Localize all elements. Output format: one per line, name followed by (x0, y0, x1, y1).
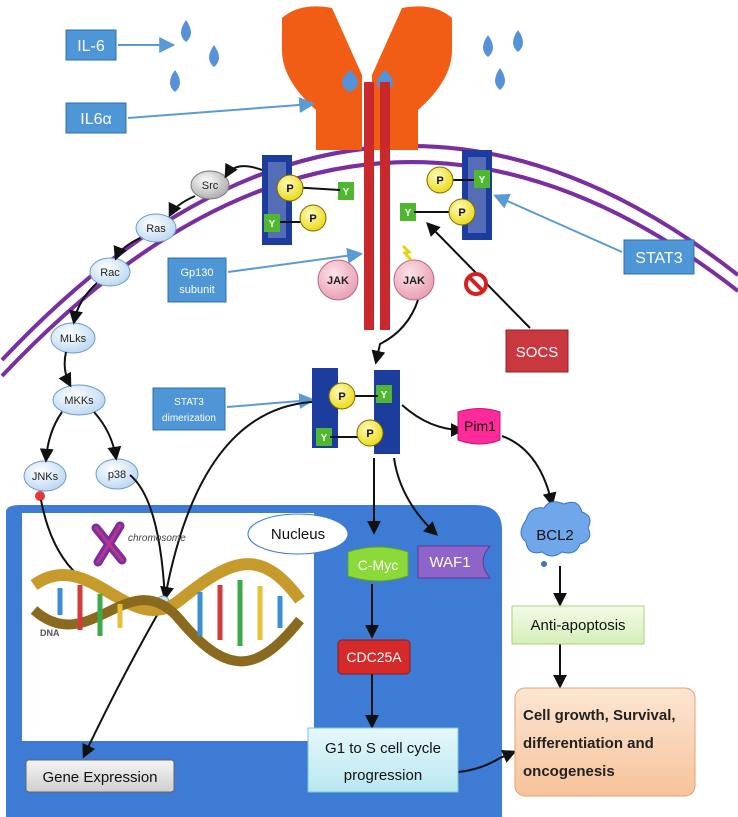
rac-label: Rac (100, 267, 120, 279)
il6-label: IL-6 (77, 38, 105, 55)
bcl2-node (520, 501, 591, 557)
phospho-label: P (309, 213, 316, 225)
stat3-dimerization-line2: dimerization (162, 413, 216, 424)
anti-apoptosis-label: Anti-apoptosis (530, 617, 625, 634)
inhibition-icon (464, 272, 488, 296)
gp130-transmembrane-bars (364, 82, 390, 330)
cmyc-node (347, 546, 409, 582)
stat3-label-box (623, 239, 695, 275)
pim1-node (457, 408, 501, 445)
il6-label-box (65, 29, 117, 61)
chromosome-label: chromosome (128, 533, 186, 544)
pim1-label: Pim1 (464, 418, 496, 434)
mlks-label: MLks (60, 333, 87, 345)
dimer-output-arrows (40, 401, 567, 773)
jnk-phospho-dot (35, 491, 45, 501)
phospho-label: P (338, 391, 345, 403)
cell-growth-line3: oncogenesis (523, 763, 615, 780)
phospho-label: P (286, 183, 293, 195)
gp130-label-line2: subunit (179, 284, 214, 296)
cell-growth-box (514, 687, 696, 797)
jak-left-node (317, 259, 359, 301)
nucleus-label: Nucleus (271, 526, 325, 543)
jak-right-node (393, 259, 435, 301)
cell-growth-line2: differentiation and (523, 735, 654, 752)
cdc25a-label: CDC25A (346, 649, 402, 665)
stat3-receptor-left (262, 155, 354, 245)
mapk-pathway-arrows (39, 162, 419, 463)
g1-s-progression-box (307, 727, 459, 793)
waf1-node (417, 545, 492, 579)
gp130-label-line1: Gp130 (180, 267, 213, 279)
il6-receptor-alpha (282, 6, 452, 151)
stat3-dimerization-line1: STAT3 (174, 397, 204, 408)
stat3-receptor-right (400, 150, 492, 240)
cdc25a-node (337, 639, 411, 675)
tyr-label: Y (321, 433, 328, 444)
phospho-label: P (436, 175, 443, 187)
tyr-label: Y (381, 390, 388, 401)
stat3-dimer (312, 368, 400, 454)
dna-label: DNA (40, 628, 60, 638)
phospho-label: P (366, 428, 373, 440)
ras-label: Ras (146, 223, 166, 235)
src-label: Src (202, 180, 219, 192)
cell-growth-line1: Cell growth, Survival, (523, 707, 676, 724)
mkks-node (52, 384, 106, 416)
p38-label: p38 (108, 469, 126, 481)
src-node (190, 170, 230, 200)
socs-label: SOCS (516, 344, 559, 361)
tyr-label: Y (269, 219, 276, 230)
ras-node (135, 213, 177, 243)
socs-box (505, 329, 569, 373)
activation-bolt-icon (401, 244, 413, 261)
tyr-label: Y (479, 175, 486, 186)
jak-left-label: JAK (327, 275, 349, 287)
rac-node (89, 257, 131, 287)
gene-expression-label: Gene Expression (42, 769, 157, 786)
dna-helix-illustration (30, 521, 305, 667)
nucleus-label-bubble (247, 513, 349, 555)
jnks-label: JNKs (32, 471, 59, 483)
phospho-label: P (458, 207, 465, 219)
tyr-label: Y (343, 187, 350, 198)
bcl2-label: BCL2 (536, 527, 574, 544)
mkks-label: MKKs (64, 395, 94, 407)
g1-s-line1: G1 to S cell cycle (325, 740, 441, 757)
gp130-label-box (167, 257, 227, 303)
tyr-label: Y (405, 208, 412, 219)
g1-s-line2: progression (344, 767, 422, 784)
stat3-label: STAT3 (635, 250, 683, 267)
cmyc-label: C-Myc (358, 557, 398, 573)
anti-apoptosis-box (511, 605, 645, 645)
il6-alpha-label: IL6α (80, 111, 112, 128)
il6-alpha-label-box (65, 102, 127, 134)
il6-ligand-droplets (170, 20, 523, 92)
jak-right-label: JAK (403, 275, 425, 287)
stat3-dimerization-label-box (152, 387, 226, 431)
gene-expression-box (25, 759, 175, 793)
waf1-label: WAF1 (429, 554, 470, 571)
